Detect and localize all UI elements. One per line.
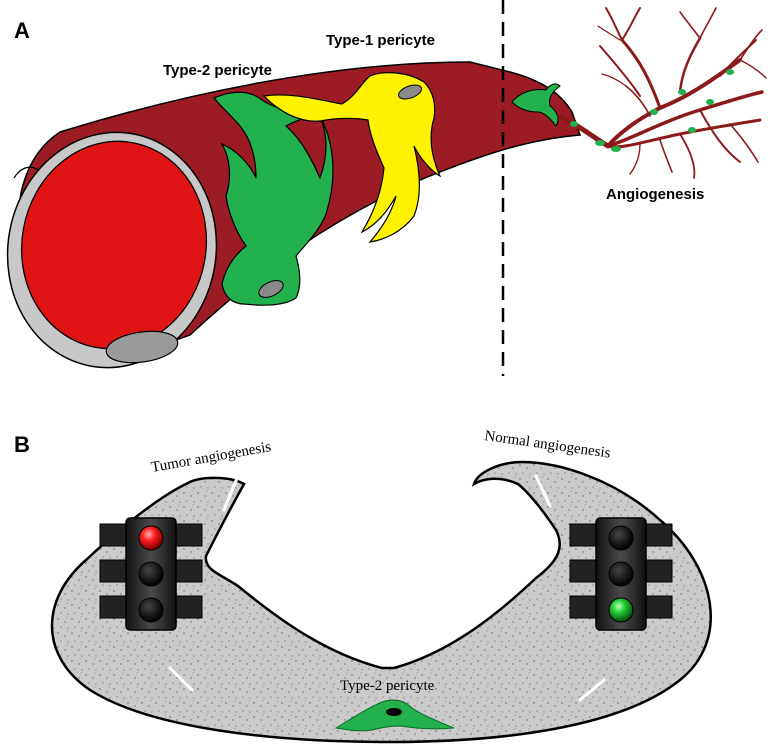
sprout-pericyte [511, 83, 561, 127]
road [50, 460, 712, 744]
normal-yellow-lamp [608, 561, 634, 587]
panel-b-letter: B [14, 432, 30, 457]
panel-b: B [14, 428, 712, 744]
angiogenesis-label: Angiogenesis [606, 186, 704, 203]
type2-pericyte-cell [213, 91, 334, 306]
road-pericyte [334, 699, 455, 732]
panel-a-letter: A [14, 18, 30, 43]
normal-angiogenesis-label: Normal angiogenesis [483, 428, 611, 462]
type1-nucleus [398, 84, 422, 100]
angiogenesis-vessel-tree [557, 7, 767, 179]
endothelial-nucleus [105, 330, 179, 364]
type1-pericyte-cell [262, 72, 442, 243]
tumor-angiogenesis-label: Tumor angiogenesis [150, 439, 273, 476]
normal-green-lamp [608, 597, 634, 623]
road-pericyte-label: Type-2 pericyte [340, 678, 435, 694]
traffic-light-tumor [99, 517, 203, 631]
tumor-yellow-lamp [138, 561, 164, 587]
tumor-green-lamp [138, 597, 164, 623]
tumor-red-lamp [138, 525, 164, 551]
wall-notch [13, 166, 39, 179]
normal-red-lamp [608, 525, 634, 551]
panel-a: A [6, 0, 767, 376]
vessel-lumen [20, 140, 208, 350]
traffic-light-normal [569, 517, 673, 631]
lane-markings [168, 474, 606, 702]
type1-pericyte-label: Type-1 pericyte [326, 32, 435, 49]
angiogenesis-pericytes [570, 69, 734, 152]
type2-pericyte-label: Type-2 pericyte [163, 62, 272, 79]
type2-nucleus [258, 280, 284, 298]
